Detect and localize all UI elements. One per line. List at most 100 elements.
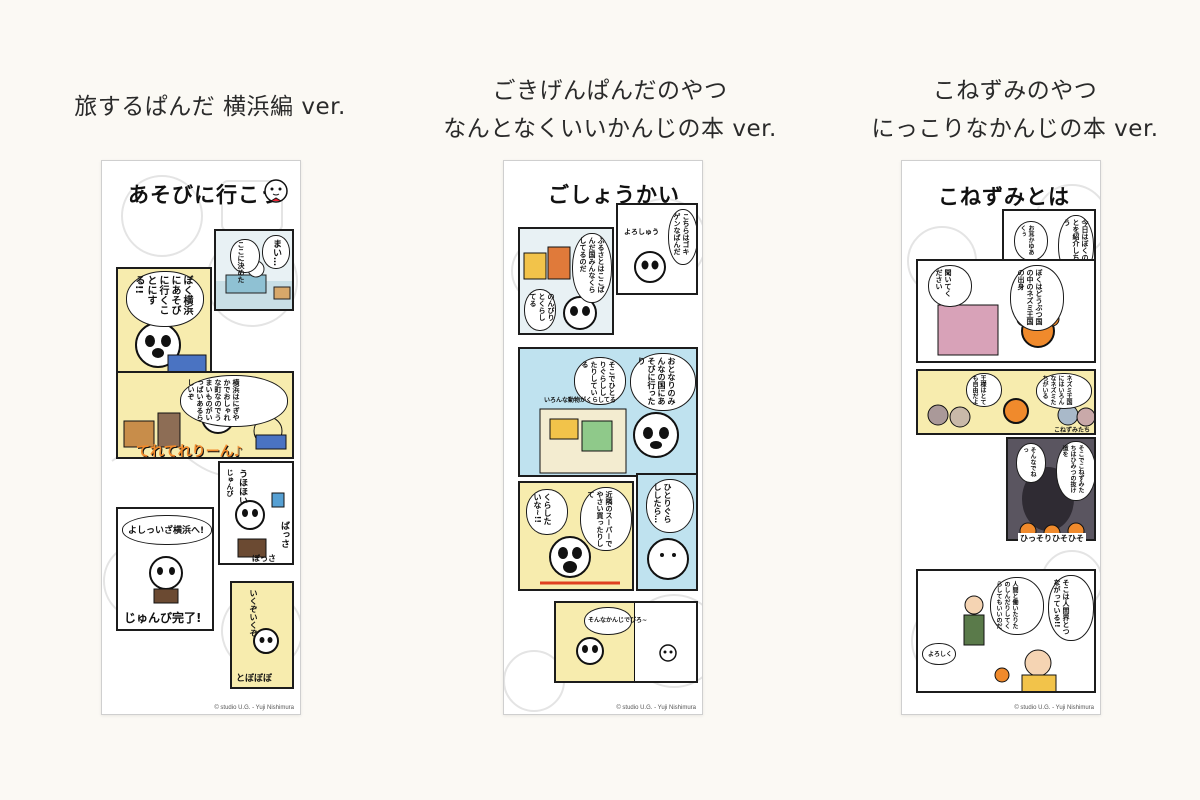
speech-text-king: 王様はとても自由だよ (971, 375, 986, 405)
speech-bubble-intro (668, 209, 696, 265)
crowd-caption: こねずみたち (1054, 427, 1091, 434)
strip-3-title: こねずみとは (938, 185, 1070, 209)
comic-strip-1: あそびに行こう まい… ここに決めた ぼく横浜にあそびに行くことにする!! (101, 160, 301, 715)
map-caption: いろんな動物がくらしてる (544, 397, 616, 404)
strip-3-credit: © studio U.G. - Yuji Nishimura (1014, 705, 1094, 711)
column-1-heading: 旅するぱんだ 横浜編 ver. (30, 88, 390, 126)
speech-text-packing-2: じゅんび (226, 469, 234, 497)
speech-bubble-ending (584, 607, 632, 635)
speech-text-work: 人間と働いたりたのしんだりしてくらしてもいいのだ (995, 581, 1018, 629)
panel-hometown: ふるさとはここぱんだ国みんなくらしてるのだ のんびりとくらしてる (518, 227, 614, 335)
excited-panda-illustration (540, 536, 620, 585)
speech-text-room-1: まい… (271, 239, 281, 266)
speech-text-panda-1: ぼく横浜にあそびに行くことにする!! (133, 275, 192, 315)
speech-text-slow-life: のんびりとくらしてる (529, 293, 555, 321)
speech-text-hometown: ふるさとはここぱんだ国みんなくらしてるのだ (579, 237, 605, 293)
walking-panda-illustration (253, 628, 279, 654)
speech-bubble-nice-to-meet (922, 643, 956, 665)
speech-bubble-slow-life (524, 289, 556, 331)
column-2-heading-line-2: なんとなくいいかんじの本 ver. (443, 116, 777, 142)
sfx-ready: じゅんび完了! (124, 611, 202, 625)
strip-2-credit: © studio U.G. - Yuji Nishimura (616, 705, 696, 711)
mice-crowd-illustration (927, 398, 1094, 428)
panel-secret-passage: そこでこねずみたちはひみつの抜け道を そんなでねっ (1006, 437, 1096, 541)
speech-bubble-ready (122, 515, 212, 545)
strip-1-credit: © studio U.G. - Yuji Nishimura (214, 705, 294, 711)
sfx-bossa: ぼっさ (252, 554, 276, 563)
speech-text-room-2: ここに決めた (237, 241, 245, 283)
speech-text-live-alone: そこでひとりぐらししたりしている (581, 361, 616, 396)
speech-text-yokohama: 横浜はにぎやかでおしゃれな町なのでうまいものがいっぱいあるらしいぞ (187, 379, 240, 421)
speech-bubble-various-mice (1036, 373, 1092, 409)
panel-neighbor-country: おとなりのみんなの国にあそびに行ったり そこでひとりぐらししたりしている いろん… (518, 347, 698, 477)
speech-bubble-supermarket (580, 487, 632, 551)
speech-bubble-so (1016, 443, 1046, 483)
sfx-jingle: てれてれりーん♪ (136, 444, 243, 459)
strip-1-title: あそびに行こう (128, 183, 282, 207)
packing-bag-illustration (235, 492, 285, 558)
intro-panda-illustration (634, 251, 666, 283)
panel-walking: いくぞいくぞ とぼぼぼ (230, 581, 294, 689)
speech-text-walking: いくぞいくぞ (249, 589, 258, 637)
speech-text-nice-to-meet: よろしく (928, 651, 953, 658)
speech-text-origin: ぼくはどうぶつ国の中のネズミ王国の出身 (1017, 269, 1043, 325)
panel-ending: そんなかんじでぴろ~ (554, 601, 698, 683)
speech-text-passage: そこでこねずみたちはひみつの抜け道を (1061, 445, 1084, 493)
panel-packing: うほほい じゅんび ばっさ (218, 461, 294, 565)
panel-panda-book: ぼく横浜にあそびに行くことにする!! (116, 267, 212, 373)
speech-text-greeting: よろしゅう (624, 228, 659, 236)
speech-text-connected: そこは人間界とつながっている!! (1053, 579, 1070, 635)
panel-alone: ひとりぐらししたら… (636, 473, 698, 591)
panel-intro: こちらはゴキゲンなぱんだ よろしゅう (616, 203, 698, 295)
room-illustration (216, 260, 292, 309)
panel-kingdom: ぼくはどうぶつ国の中のネズミ王国の出身 聞いてください (916, 259, 1096, 363)
sfx-walking: とぼぼぼ (236, 674, 273, 684)
speech-text-supermarket: 近隣のスーパーでやさい買ったりして (587, 491, 613, 547)
panel-human-world: そこは人間界とつながっている!! 人間と働いたりたのしんだりしてくらしてもいいの… (916, 569, 1096, 693)
column-3-heading: こねずみのやつ にっこりなかんじの本 ver. (830, 72, 1200, 148)
speech-text-introduce: 今日はぼくのことを紹介しちゃう (1063, 219, 1089, 268)
speech-bubble-passage (1056, 441, 1094, 501)
comic-strip-2: ごしょうかい ふるさとはここぱんだ国みんなくらしてるのだ のんびりとくらしてる … (503, 160, 703, 715)
thinking-panda-illustration (647, 538, 689, 580)
sfx-whisper: ひっそりひそひそ (1018, 533, 1086, 544)
speech-text-alone: ひとりぐらししたら… (653, 483, 672, 523)
speech-bubble-origin (1010, 265, 1064, 331)
speech-text-various-mice: ネズミ王国にはいろんなネズミたちがいる (1041, 375, 1072, 405)
speech-bubble-room-2 (230, 239, 260, 273)
sfx-bassa: ばっさ (279, 521, 289, 548)
human-world-illustration (963, 595, 1057, 691)
panda-with-book-illustration (135, 322, 207, 371)
map-with-panda-illustration (539, 408, 679, 474)
speech-bubble-room-1 (262, 235, 290, 269)
speech-bubble-king (966, 373, 1002, 407)
column-2-heading-line-1: ごきげんぱんだのやつ (492, 78, 728, 104)
speech-text-visit: おとなりのみんなの国にあそびに行ったり (637, 357, 676, 405)
speech-text-wish: くらしたいな~!! (533, 493, 552, 525)
panel-ready: よしっいざ横浜へ! じゅんび完了! (116, 507, 214, 631)
speech-text-listen: 聞いてください (935, 269, 952, 297)
speech-bubble-work (990, 577, 1044, 635)
speech-text-ending: そんなかんじでぴろ~ (588, 617, 648, 624)
column-2-heading: ごきげんぱんだのやつ なんとなくいいかんじの本 ver. (425, 72, 795, 148)
speech-text-ready: よしっいざ横浜へ! (128, 526, 205, 536)
panel-mice-crowd: ネズミ王国にはいろんなネズミたちがいる 王様はとても自由だよ こねずみたち (916, 369, 1096, 435)
speech-text-packing-1: うほほい (237, 469, 247, 505)
comic-strip-3: こねずみとは 今日はぼくのことを紹介しちゃう お耳かゆあくぅ ぼくはどうぶつ国の… (901, 160, 1101, 715)
speech-bubble-yokohama (180, 375, 288, 427)
column-3-heading-line-1: こねずみのやつ (932, 78, 1098, 104)
column-1-heading-line-1: 旅するぱんだ 横浜編 ver. (74, 94, 346, 120)
column-3-heading-line-2: にっこりなかんじの本 ver. (871, 116, 1159, 142)
speech-bubble-visit (630, 353, 696, 411)
speech-bubble-panda-1 (126, 271, 204, 327)
ready-panda-illustration (149, 556, 183, 604)
speech-bubble-hometown (572, 233, 612, 303)
panel-room: まい… ここに決めた (214, 229, 294, 311)
speech-bubble-itchy-ears (1014, 221, 1048, 261)
panel-supermarket: 近隣のスーパーでやさい買ったりして くらしたいな~!! (518, 481, 634, 591)
speech-text-itchy-ears: お耳かゆあくぅ (1019, 225, 1034, 255)
speech-bubble-alone (646, 479, 694, 533)
panda-face-icon (264, 179, 288, 203)
panel-yokohama: 横浜はにぎやかでおしゃれな町なのでうまいものがいっぱいあるらしいぞ てれてれりー… (116, 371, 294, 459)
speech-text-so: そんなでねっ (1021, 447, 1036, 477)
